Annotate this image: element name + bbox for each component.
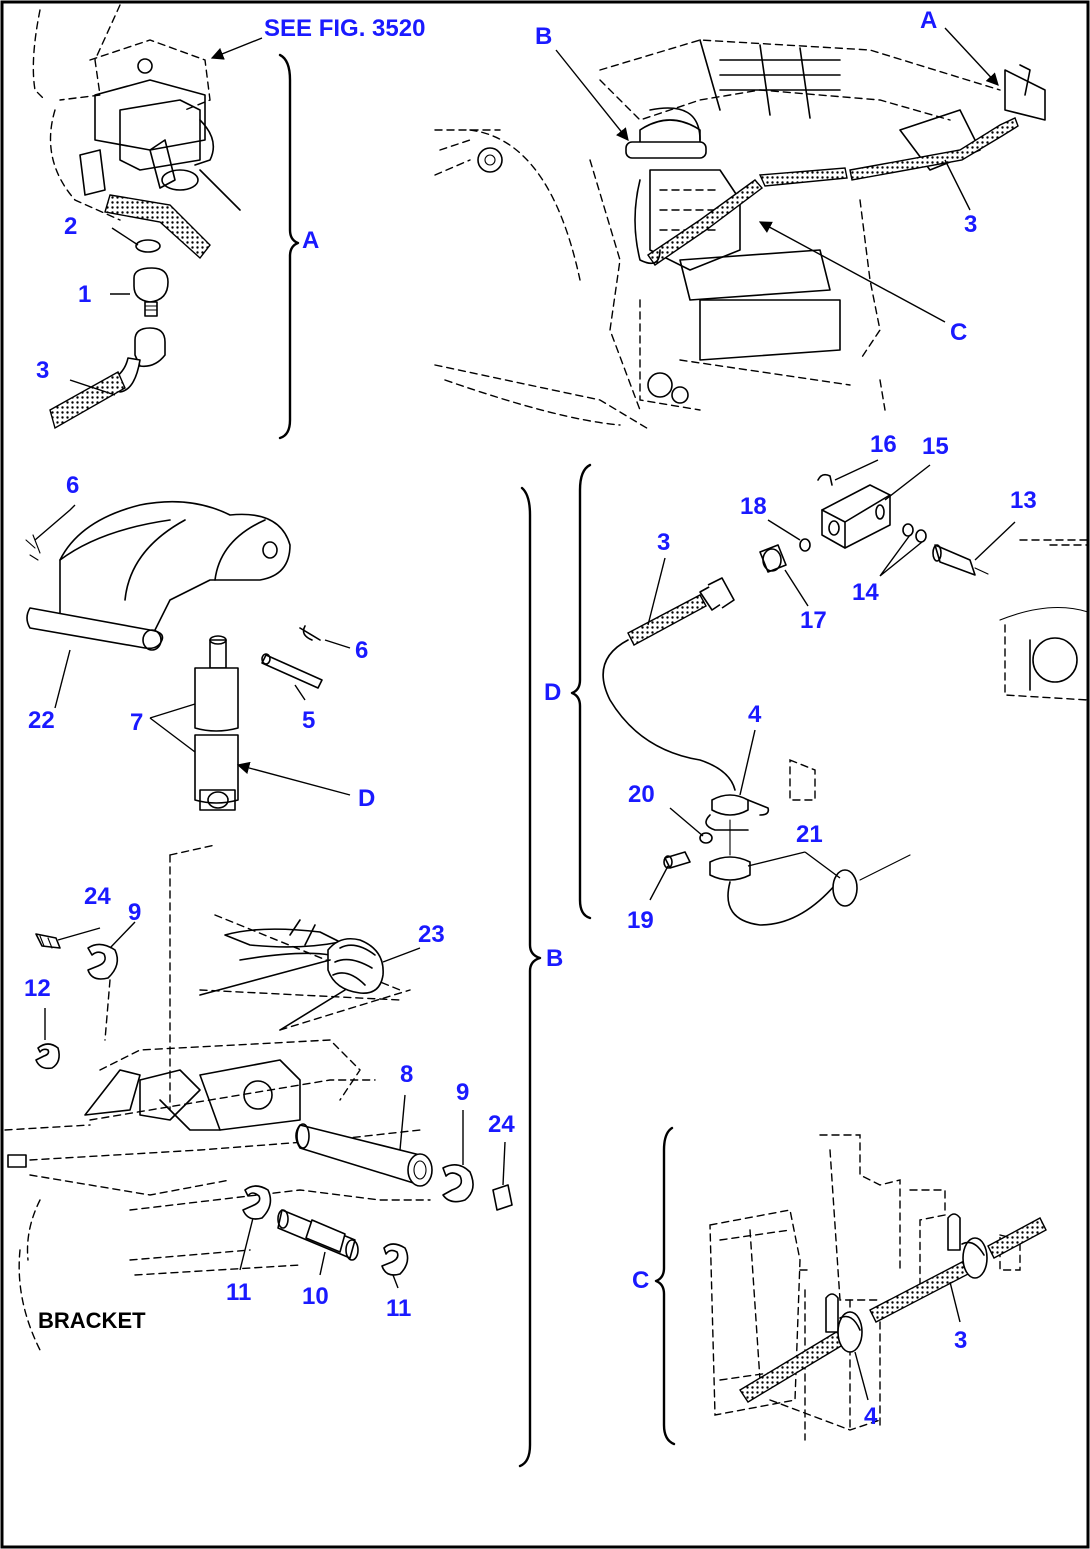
part-label-23: 23 xyxy=(418,921,445,948)
part-label-4-view-c: 4 xyxy=(864,1403,878,1430)
part-label-16: 16 xyxy=(870,431,897,458)
view-letter-d-brace: D xyxy=(544,679,561,706)
part-label-4-view-d: 4 xyxy=(748,701,762,728)
part-label-11-left: 11 xyxy=(226,1279,251,1306)
part-label-2: 2 xyxy=(64,213,77,240)
part-label-24-right: 24 xyxy=(488,1111,515,1138)
view-d-detail xyxy=(570,463,1089,926)
part-label-9-left: 9 xyxy=(128,899,141,926)
engine-overview xyxy=(434,39,1046,431)
leader-lines xyxy=(34,27,1016,1401)
bracket-assembly xyxy=(4,844,513,1351)
part-label-21: 21 xyxy=(796,821,823,848)
view-a-detail xyxy=(32,4,300,440)
part-label-20: 20 xyxy=(628,781,655,808)
bracket-label: BRACKET xyxy=(38,1308,146,1333)
view-letter-c-brace: C xyxy=(632,1267,649,1294)
part-label-14: 14 xyxy=(852,579,879,606)
view-letter-a-brace: A xyxy=(302,227,319,254)
part-label-11-right: 11 xyxy=(386,1295,411,1322)
part-label-1: 1 xyxy=(78,281,91,308)
part-label-9-right: 9 xyxy=(456,1079,469,1106)
view-b-brace xyxy=(518,486,542,1468)
part-label-15: 15 xyxy=(922,433,949,460)
part-label-5: 5 xyxy=(302,707,315,734)
part-label-3-view-a: 3 xyxy=(36,357,49,384)
part-label-24-left: 24 xyxy=(84,883,111,910)
view-letter-d-arrow: D xyxy=(358,785,375,812)
part-label-7: 7 xyxy=(130,709,143,736)
view-c-detail xyxy=(654,1126,1047,1446)
pedal-assembly xyxy=(25,500,323,811)
labels: SEE FIG. 3520 A B A C D D B C 2 1 3 3 6 … xyxy=(24,7,1037,1430)
part-label-18: 18 xyxy=(740,493,767,520)
part-label-3-view-d: 3 xyxy=(657,529,670,556)
view-letter-c-arrow: C xyxy=(950,319,967,346)
part-label-12: 12 xyxy=(24,975,51,1002)
part-label-8: 8 xyxy=(400,1061,413,1088)
part-label-3-view-c: 3 xyxy=(954,1327,967,1354)
part-label-3-engine: 3 xyxy=(964,211,977,238)
part-label-13: 13 xyxy=(1010,487,1037,514)
reference-label: SEE FIG. 3520 xyxy=(264,15,425,42)
part-label-17: 17 xyxy=(800,607,827,634)
part-label-22: 22 xyxy=(28,707,55,734)
view-letter-b-arrow: B xyxy=(535,23,552,50)
view-letter-a-arrow: A xyxy=(920,7,937,34)
part-label-6-lower: 6 xyxy=(355,637,368,664)
part-label-19: 19 xyxy=(627,907,654,934)
view-letter-b-brace: B xyxy=(546,945,563,972)
part-label-10: 10 xyxy=(302,1283,329,1310)
part-label-6-upper: 6 xyxy=(66,472,79,499)
